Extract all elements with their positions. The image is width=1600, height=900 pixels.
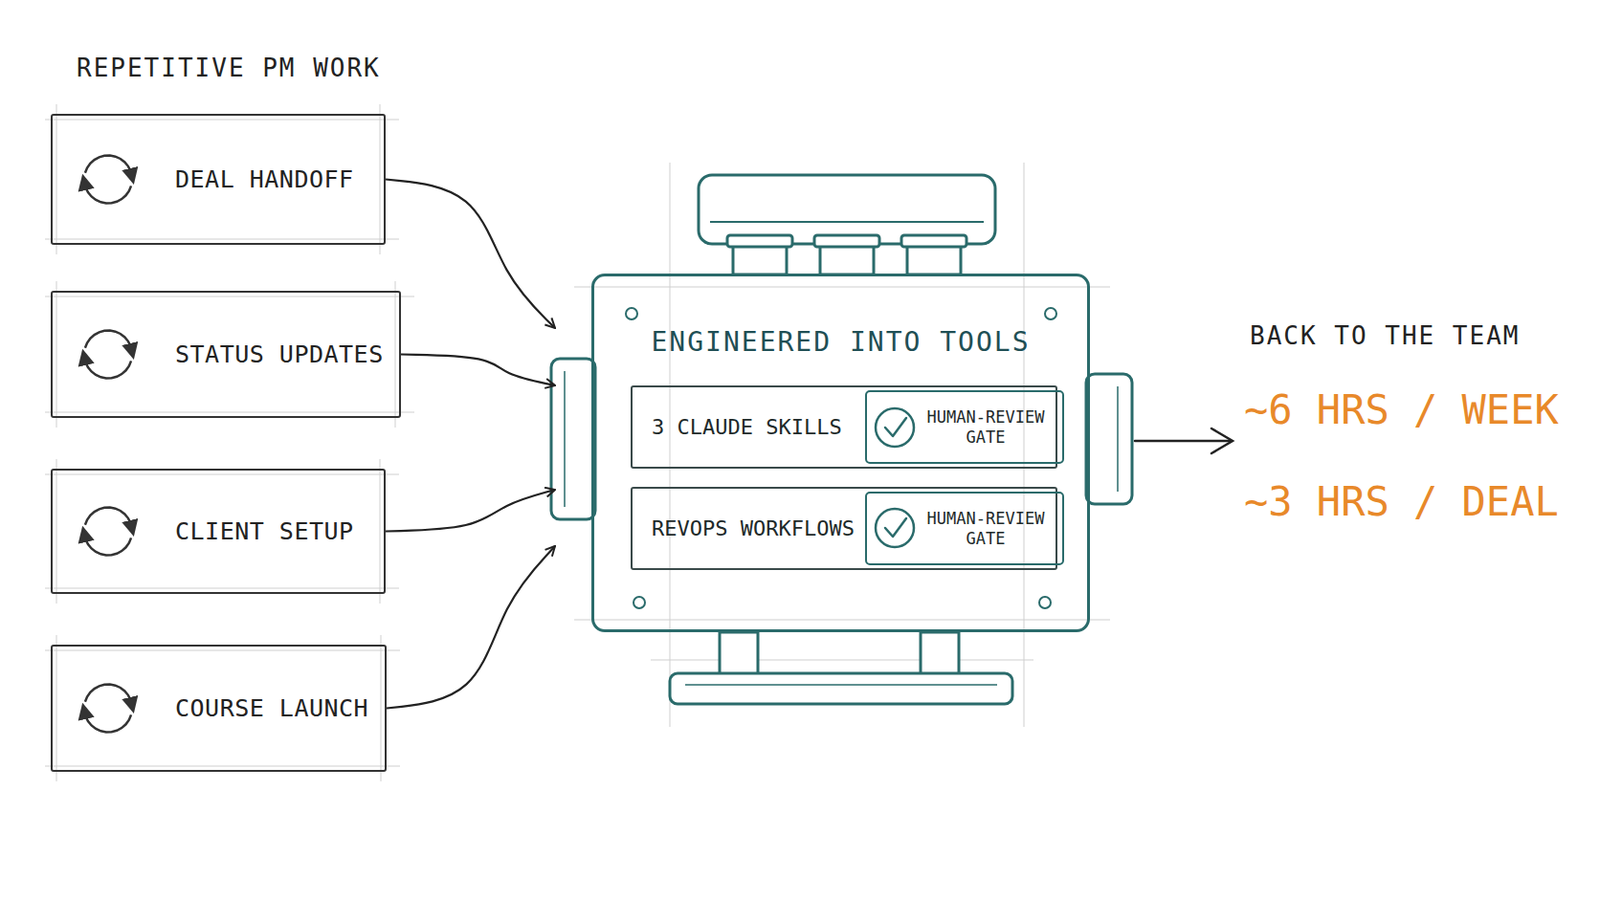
section-label: BACK TO THE TEAM <box>1249 321 1520 351</box>
node-text: CLIENT SETUP <box>175 517 355 546</box>
review-gate: HUMAN-REVIEW GATE <box>865 390 1065 465</box>
side-flanges <box>551 358 1133 520</box>
metric-value: ~3 HRS / DEAL <box>1244 478 1559 526</box>
node-text: HUMAN-REVIEW GATE <box>922 509 1049 549</box>
node-text: STATUS UPDATES <box>175 340 384 369</box>
tool-machine: ENGINEERED INTO TOOLS 3 CLAUDE SKILLS HUMA… <box>591 273 1090 633</box>
posts <box>727 235 967 275</box>
top-cap <box>698 175 996 245</box>
task-box: DEAL HANDOFF <box>50 113 386 245</box>
check-icons <box>875 408 914 548</box>
column-heading: REPETITIVE PM WORK <box>76 53 381 83</box>
node-text: DEAL HANDOFF <box>175 165 355 194</box>
flow-arrow <box>385 179 556 330</box>
tool-band: 3 CLAUDE SKILLS HUMAN-REVIEW GATE <box>630 385 1058 469</box>
node-text: HUMAN-REVIEW GATE <box>922 407 1049 447</box>
node-text: ENGINEERED INTO TOOLS <box>594 326 1088 358</box>
task-box: CLIENT SETUP <box>50 468 386 595</box>
review-gate: HUMAN-REVIEW GATE <box>865 491 1065 566</box>
node-text: REVOPS WORKFLOWS <box>651 516 855 541</box>
task-box: STATUS UPDATES <box>50 290 401 419</box>
tool-band: REVOPS WORKFLOWS HUMAN-REVIEW GATE <box>630 487 1058 571</box>
flow-arrow <box>386 546 556 710</box>
flow-arrow <box>385 489 556 533</box>
metric-value: ~6 HRS / WEEK <box>1244 386 1559 434</box>
flow-arrow <box>400 355 556 387</box>
base <box>669 632 1013 705</box>
node-text: 3 CLAUDE SKILLS <box>651 415 843 440</box>
output-arrow <box>1134 428 1233 454</box>
task-box: COURSE LAUNCH <box>50 644 387 773</box>
node-text: COURSE LAUNCH <box>175 694 369 723</box>
